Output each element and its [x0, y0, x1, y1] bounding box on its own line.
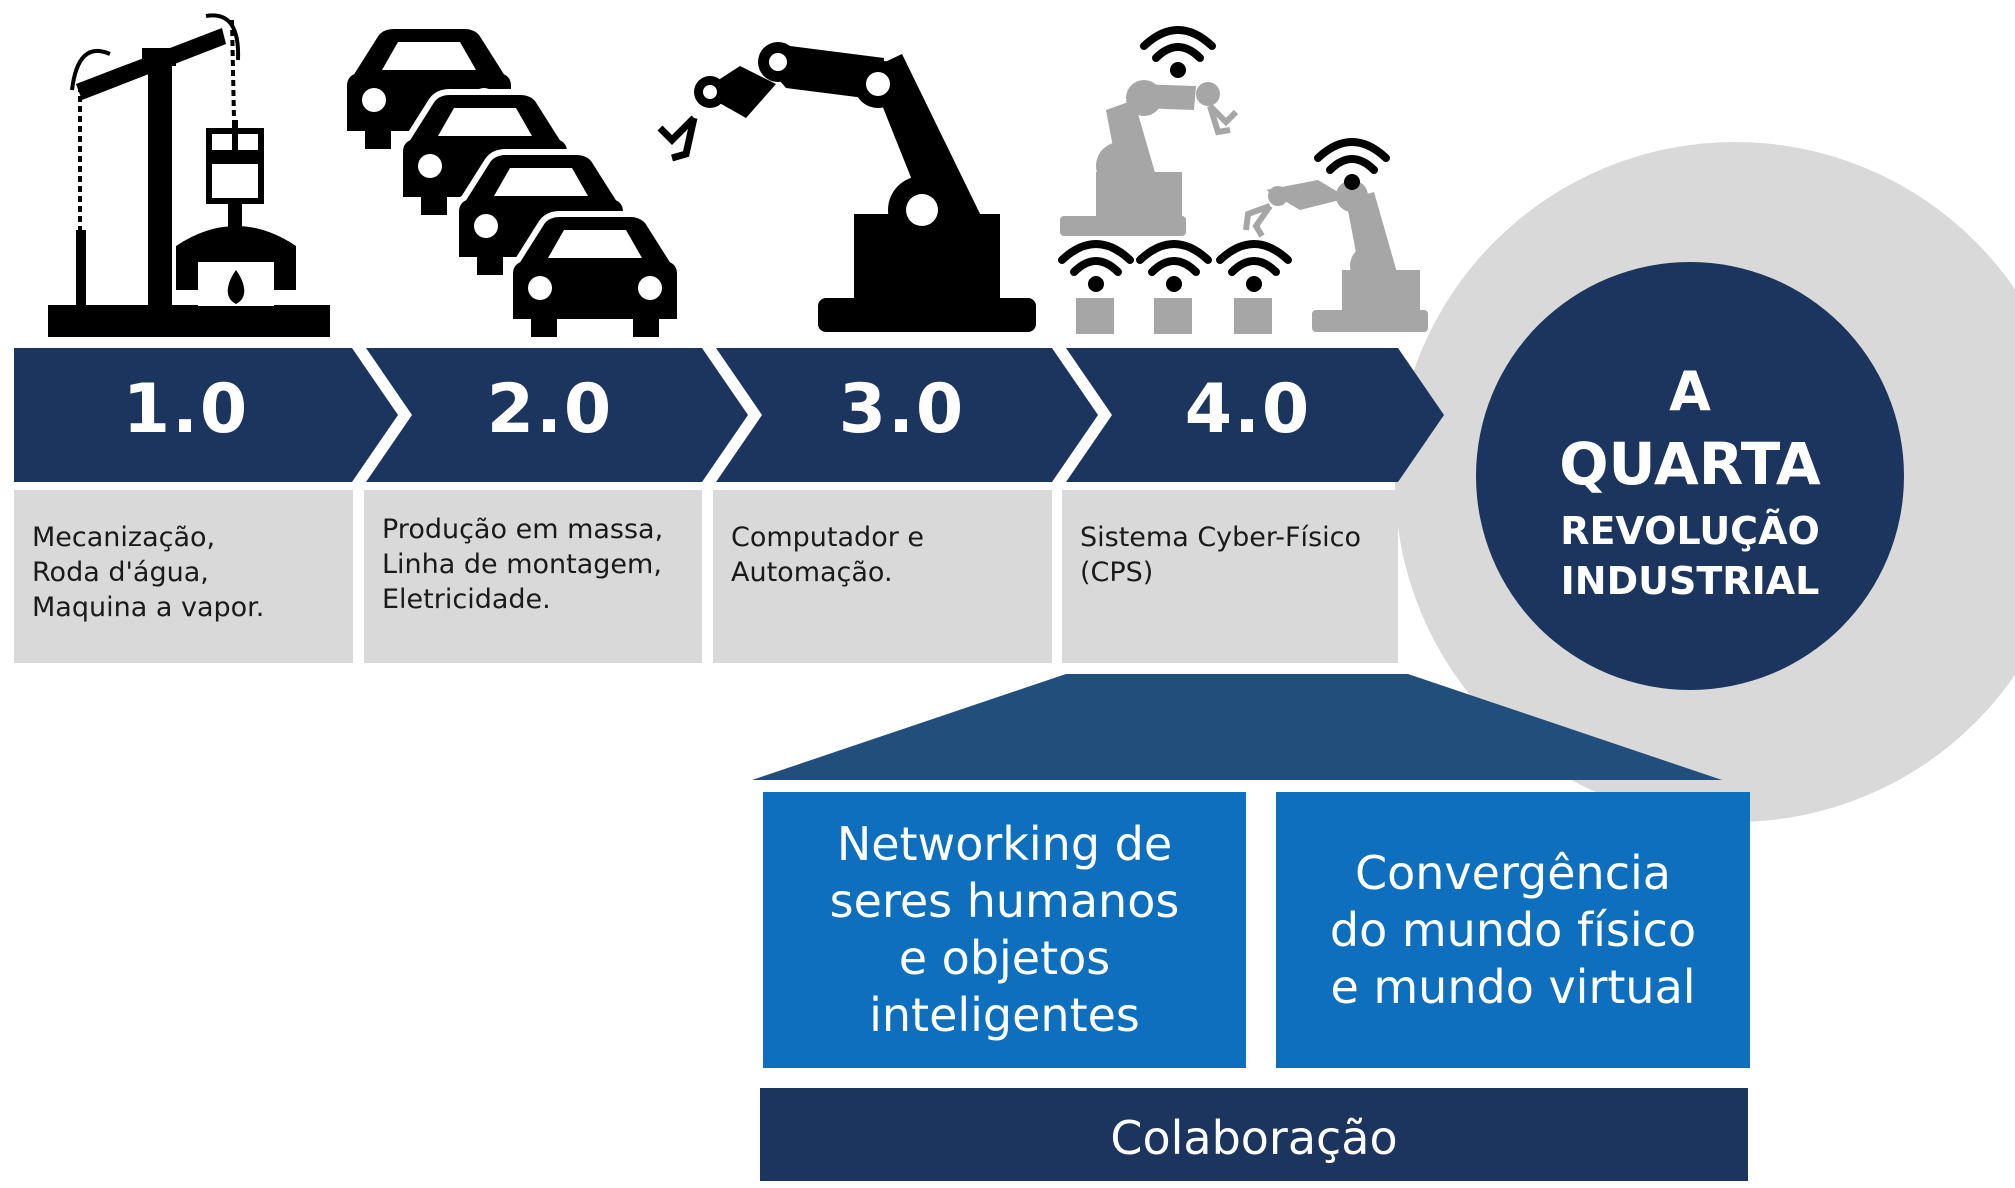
pillar-right-line: Convergência	[1355, 845, 1671, 900]
chevron-band	[14, 348, 1444, 482]
description-line: Sistema Cyber-Físico	[1080, 522, 1361, 553]
stage-description-2: Produção em massa, Linha de montagem, El…	[364, 490, 702, 663]
stage-number-3: 3.0	[838, 370, 966, 449]
pillar-left-line: Networking de	[836, 817, 1173, 871]
description-line: Produção em massa,	[382, 514, 664, 545]
stage-description-1: Mecanização, Roda d'água, Maquina a vapo…	[14, 490, 353, 663]
stage-icons	[48, 13, 1428, 343]
circle-title-line-4: INDUSTRIAL	[1560, 559, 1820, 603]
stage-number-4: 4.0	[1184, 370, 1312, 449]
pillar-right-line: e mundo virtual	[1330, 959, 1696, 1014]
cars-assembly-line-icon	[341, 23, 683, 343]
robot-arm-icon	[657, 42, 1036, 332]
pillar-left-line: e objetos	[898, 931, 1111, 985]
description-line: Computador e	[731, 522, 925, 553]
chevron-2	[366, 348, 748, 482]
description-line: Mecanização,	[32, 522, 216, 553]
stage-number-2: 2.0	[486, 370, 614, 449]
fourth-revolution-circle: A QUARTA REVOLUÇÃO INDUSTRIAL	[1476, 262, 1904, 690]
pillar-networking: Networking de seres humanos e objetos in…	[763, 792, 1246, 1068]
pillar-left-line: inteligentes	[869, 988, 1140, 1042]
stage-description-3: Computador e Automação.	[713, 490, 1052, 663]
steam-engine-icon	[48, 13, 330, 337]
collaboration-base: Colaboração	[760, 1088, 1748, 1181]
circle-title-line-1: A	[1669, 360, 1711, 423]
circle-title-line-2: QUARTA	[1559, 430, 1821, 498]
stage-description-4: Sistema Cyber-Físico (CPS)	[1062, 490, 1398, 663]
description-line: Linha de montagem,	[382, 549, 662, 580]
description-line: Roda d'água,	[32, 557, 209, 588]
description-line: Automação.	[731, 557, 893, 588]
description-line: (CPS)	[1080, 557, 1154, 588]
description-line: Maquina a vapor.	[32, 592, 265, 623]
chevron-3	[716, 348, 1098, 482]
pillar-convergence: Convergência do mundo físico e mundo vir…	[1276, 792, 1750, 1068]
chevron-1	[14, 348, 398, 482]
chevron-4	[1066, 348, 1444, 482]
description-line: Eletricidade.	[382, 584, 551, 615]
pillar-left-line: seres humanos	[829, 874, 1180, 928]
circle-title-line-3: REVOLUÇÃO	[1560, 509, 1820, 553]
pillar-right-line: do mundo físico	[1329, 902, 1697, 957]
connected-robots-wifi-icon	[1058, 26, 1428, 334]
stage-number-1: 1.0	[122, 370, 250, 449]
